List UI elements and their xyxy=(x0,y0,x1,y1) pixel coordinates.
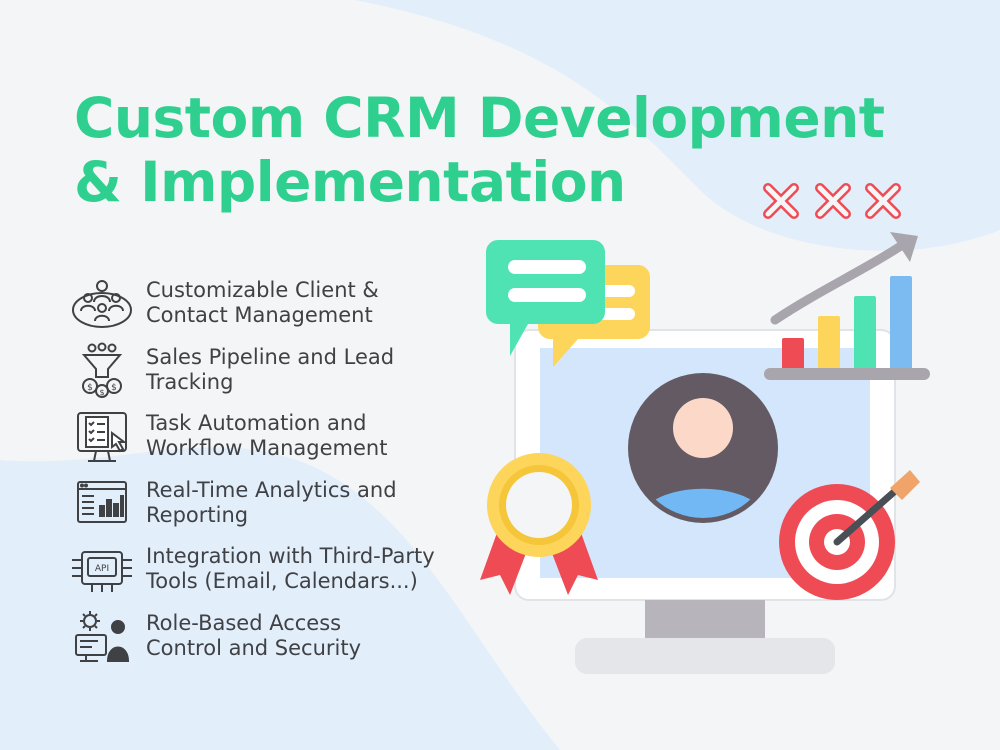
feature-item-task-automation: Task Automation and Workflow Management xyxy=(70,403,470,470)
feature-label: Customizable Client & Contact Management xyxy=(146,278,379,328)
feature-item-sales-pipeline: $ $ $ Sales Pipeline and Lead Tracking xyxy=(70,337,470,404)
feature-label: Role-Based Access Control and Security xyxy=(146,610,362,660)
feature-label: Task Automation and Workflow Management xyxy=(146,411,388,461)
background-blob-top-right xyxy=(355,0,1000,251)
feature-list: Customizable Client & Contact Management… xyxy=(70,270,470,669)
feature-label: Sales Pipeline and Lead Tracking xyxy=(146,344,395,394)
page-title: Custom CRM Development & Implementation xyxy=(74,86,885,214)
target-icon xyxy=(779,470,920,600)
svg-text:$: $ xyxy=(87,383,93,393)
chat-bubbles-icon xyxy=(486,240,650,367)
task-checklist-icon xyxy=(70,407,134,465)
team-meeting-icon xyxy=(70,274,134,332)
x-mark-icon xyxy=(763,183,799,219)
api-integration-icon: API xyxy=(70,540,134,598)
x-mark-icon xyxy=(865,183,901,219)
feature-item-integration: API Integration with Third-Party Tools (… xyxy=(70,536,470,603)
svg-text:$: $ xyxy=(99,388,104,397)
x-marks xyxy=(763,183,901,219)
analytics-dashboard-icon xyxy=(70,474,134,532)
access-control-icon xyxy=(70,607,134,665)
award-badge-icon xyxy=(480,453,598,595)
feature-label: Real-Time Analytics and Reporting xyxy=(146,477,397,527)
feature-item-access-control: Role-Based Access Control and Security xyxy=(70,603,470,670)
svg-text:$: $ xyxy=(111,383,117,393)
sales-funnel-icon: $ $ $ xyxy=(70,341,134,399)
feature-label: Integration with Third-Party Tools (Emai… xyxy=(146,544,435,594)
user-avatar-icon xyxy=(628,373,778,523)
feature-item-analytics: Real-Time Analytics and Reporting xyxy=(70,470,470,537)
svg-text:API: API xyxy=(95,564,109,574)
feature-item-contact-management: Customizable Client & Contact Management xyxy=(70,270,470,337)
background-blob-bottom-left xyxy=(0,447,560,750)
x-mark-icon xyxy=(815,183,851,219)
title-line-2: & Implementation xyxy=(74,150,626,214)
crm-illustration xyxy=(480,183,930,674)
growth-chart-icon xyxy=(764,232,930,380)
title-line-1: Custom CRM Development xyxy=(74,86,885,150)
